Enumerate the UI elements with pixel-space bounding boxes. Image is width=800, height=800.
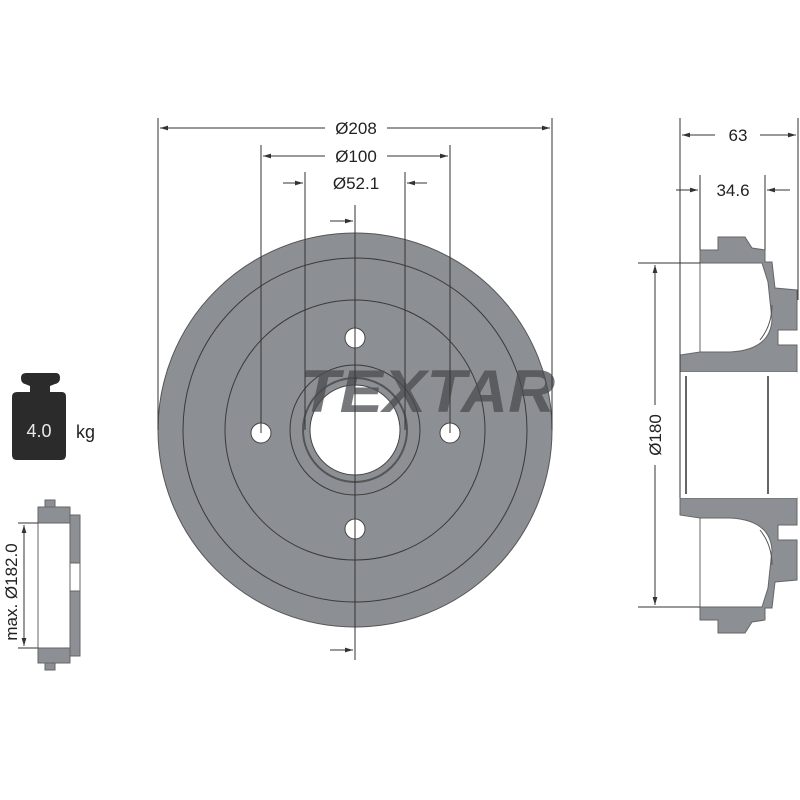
dim-bolt-circle: Ø100	[335, 147, 377, 166]
wear-limit-label: max. Ø182.0	[2, 543, 21, 640]
weight-unit: kg	[76, 422, 95, 442]
wear-limit-drum-icon	[18, 499, 81, 671]
dim-outer-diameter: Ø208	[335, 119, 377, 138]
dim-total-height: 63	[729, 126, 748, 145]
brand-watermark: TEXTAR	[300, 358, 555, 425]
dim-hub-height: 34.6	[716, 181, 749, 200]
weight-value: 4.0	[26, 421, 51, 441]
section-top-half	[679, 236, 798, 373]
drum-side-section: 63 34.6 Ø180	[638, 118, 799, 634]
dim-center-bore: Ø52.1	[333, 174, 379, 193]
dim-drum-inner-diameter: Ø180	[646, 414, 665, 456]
front-dimensions: Ø208 Ø100 Ø52.1	[157, 118, 553, 660]
weight-icon: 4.0	[12, 373, 66, 460]
section-bottom-half	[679, 497, 798, 634]
